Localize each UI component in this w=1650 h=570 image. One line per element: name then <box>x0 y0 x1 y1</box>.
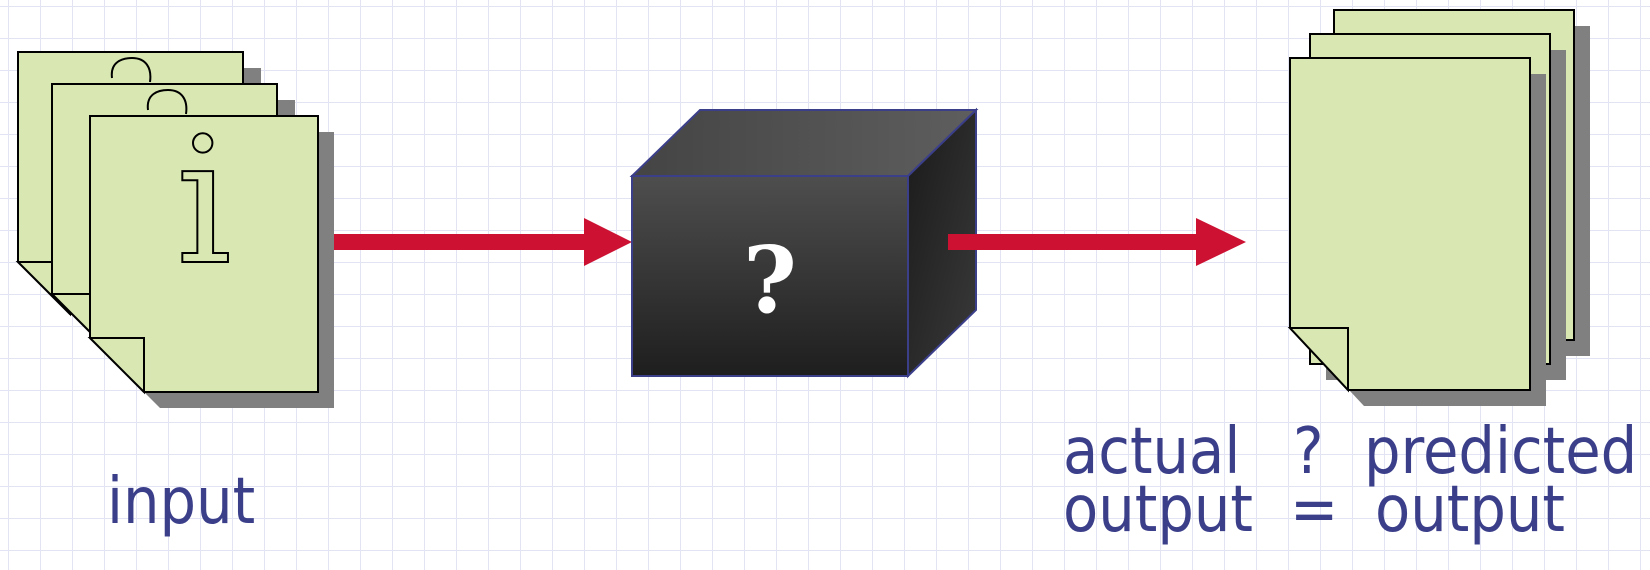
input-document-front: i <box>87 100 334 408</box>
arrow-input-to-box <box>334 218 632 266</box>
output-document-stack <box>1287 9 1590 406</box>
black-box: ? <box>629 107 979 379</box>
input-document-stack: i <box>15 51 334 408</box>
output-document-front <box>1287 57 1546 406</box>
comparison-equals-symbol: = <box>1290 473 1339 547</box>
arrow-box-to-output <box>948 218 1246 266</box>
input-label: input <box>107 465 256 539</box>
actual-output-label-line1: actual <box>1063 415 1241 489</box>
predicted-output-label-line2: output <box>1375 473 1565 547</box>
predicted-output-label-line1: predicted <box>1364 415 1638 489</box>
info-icon: i <box>176 101 232 304</box>
comparison-question-symbol: ? <box>1293 415 1324 489</box>
actual-output-label-line2: output <box>1063 473 1253 547</box>
black-box-question-mark: ? <box>743 226 797 334</box>
